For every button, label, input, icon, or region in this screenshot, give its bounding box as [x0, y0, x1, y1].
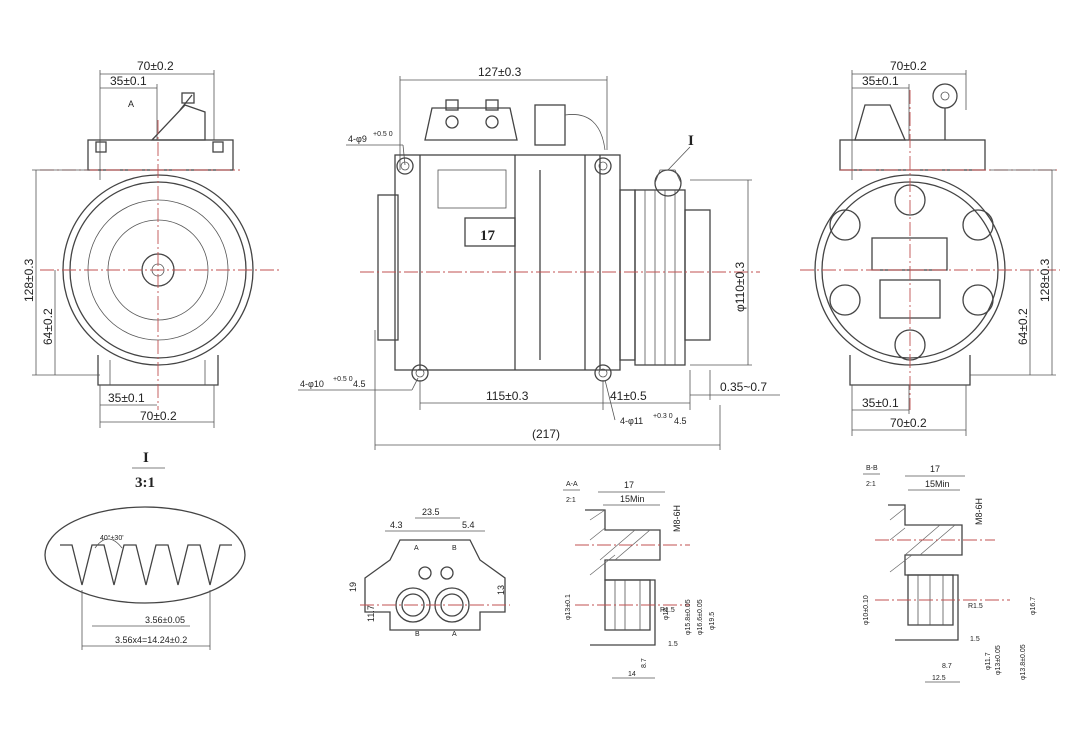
front-view: 70±0.2 35±0.1 A 128±0.3 64±0.2: [22, 59, 280, 428]
front-dim-w-bot-half: 35±0.1: [108, 391, 145, 405]
rear-view: 70±0.2 35±0.1 128±0.3 64±0.2 35±0.1 70±0: [800, 59, 1060, 436]
section-b-scale: 2:1: [866, 481, 876, 488]
section-b-dim-138: φ13.8±0.05: [1020, 644, 1027, 680]
detail-i-total: 3.56x4=14.24±0.2: [115, 635, 187, 645]
section-b-mark: B-B: [866, 465, 878, 472]
detail-i-pitch: 3.56±0.05: [145, 615, 185, 625]
section-b-thread: M8-6H: [974, 498, 984, 525]
section-a-thread: M8-6H: [672, 505, 682, 532]
side-dim-pulley-off: 41±0.5: [610, 389, 647, 403]
front-dim-w-top: 70±0.2: [137, 59, 174, 73]
side-view: 127±0.3 4-φ9 +0.5 0 17: [298, 65, 780, 450]
section-a-dim-16: φ16.6±0.05: [697, 599, 704, 635]
section-b-dim-10: φ10±0.10: [863, 595, 870, 625]
section-b-r: R1.5: [968, 603, 983, 610]
ports-dim-h1: 19: [348, 582, 358, 592]
section-a-dim-19: φ19.5: [709, 612, 716, 630]
side-hole-top-tol: +0.5 0: [373, 131, 393, 138]
section-a-r: R1.5: [660, 607, 675, 614]
side-hole-pulley: 4-φ11: [620, 416, 643, 426]
rear-dim-height-half: 64±0.2: [1016, 308, 1030, 345]
ports-mark-1: A: [414, 545, 419, 552]
section-a-view: A-A 2:1 17 15Min M8-6H φ13±0.1 φ14 φ15.8…: [563, 480, 716, 679]
front-dim-w-top-half: 35±0.1: [110, 74, 147, 88]
side-dim-gap: 0.35~0.7: [720, 380, 767, 394]
section-b-dim-11: φ11.7: [985, 652, 992, 670]
detail-i-scale: 3:1: [135, 475, 155, 491]
side-hole-bottom-tol: +0.5 0: [333, 376, 353, 383]
ports-dim-h2: 11.7: [366, 605, 376, 622]
front-mark-a: A: [128, 99, 134, 109]
section-a-dim-min: 15Min: [620, 494, 645, 504]
ports-dim-a: 4.3: [390, 520, 403, 530]
rear-dim-w-top: 70±0.2: [890, 59, 927, 73]
section-b-dim-17: 17: [930, 464, 940, 474]
section-b-dim-167: φ16.7: [1030, 597, 1037, 615]
side-dim-pulley-dia: φ110±0.3: [733, 261, 747, 312]
section-a-x15: 1.5: [668, 641, 678, 648]
side-hole-top: 4-φ9: [348, 134, 367, 144]
side-depth-pulley: 4.5: [674, 416, 687, 426]
section-b-x15: 1.5: [970, 636, 980, 643]
section-a-dim-15: φ15.8±0.05: [685, 599, 692, 635]
side-hole-pulley-tol: +0.3 0: [653, 413, 673, 420]
section-b-dim-13: φ13±0.05: [995, 645, 1002, 675]
front-dim-w-bot: 70±0.2: [140, 409, 177, 423]
side-dim-total: (217): [532, 427, 560, 441]
section-a-mark: A-A: [566, 481, 578, 488]
side-depth-bottom: 4.5: [353, 379, 366, 389]
detail-i-angle: 40°±30': [100, 534, 124, 542]
ports-dim-w: 23.5: [422, 507, 440, 517]
front-dim-height-half: 64±0.2: [41, 308, 55, 345]
rear-dim-w-bot-half: 35±0.1: [862, 396, 899, 410]
detail-i-view: I 3:1 40°±30' 3.56±0.05 3.56x4=14.24±0.2: [44, 450, 246, 650]
side-label-17: 17: [480, 228, 496, 244]
detail-i-title: I: [143, 450, 149, 466]
section-b-view: B-B 2:1 17 15Min M8-6H φ10±0.10 φ11.7 φ1…: [863, 464, 1037, 683]
section-a-dim-14: φ14: [663, 608, 670, 620]
side-hole-bottom: 4-φ10: [300, 379, 324, 389]
section-a-x14: 14: [628, 671, 636, 678]
section-a-scale: 2:1: [566, 497, 576, 504]
section-a-dim-17: 17: [624, 480, 634, 490]
section-a-x87: 8.7: [641, 658, 648, 668]
side-dim-base: 115±0.3: [486, 389, 529, 403]
section-b-x125: 12.5: [932, 675, 946, 682]
rear-dim-height: 128±0.3: [1038, 258, 1052, 302]
rear-dim-w-top-half: 35±0.1: [862, 74, 899, 88]
ports-mark-4: A: [452, 631, 457, 638]
ports-dim-b: 5.4: [462, 520, 475, 530]
side-detail-mark: I: [688, 133, 694, 149]
ports-mark-2: B: [452, 545, 457, 552]
section-a-dim-13: φ13±0.1: [565, 594, 572, 620]
section-b-dim-min: 15Min: [925, 479, 950, 489]
front-dim-height: 128±0.3: [22, 258, 36, 302]
ports-view: 23.5 4.3 5.4 A B B A 19 11.7 13: [348, 507, 510, 638]
side-dim-length: 127±0.3: [478, 65, 522, 79]
rear-dim-w-bot: 70±0.2: [890, 416, 927, 430]
section-b-x87: 8.7: [942, 663, 952, 670]
ports-mark-3: B: [415, 631, 420, 638]
ports-dim-h3: 13: [496, 585, 506, 595]
